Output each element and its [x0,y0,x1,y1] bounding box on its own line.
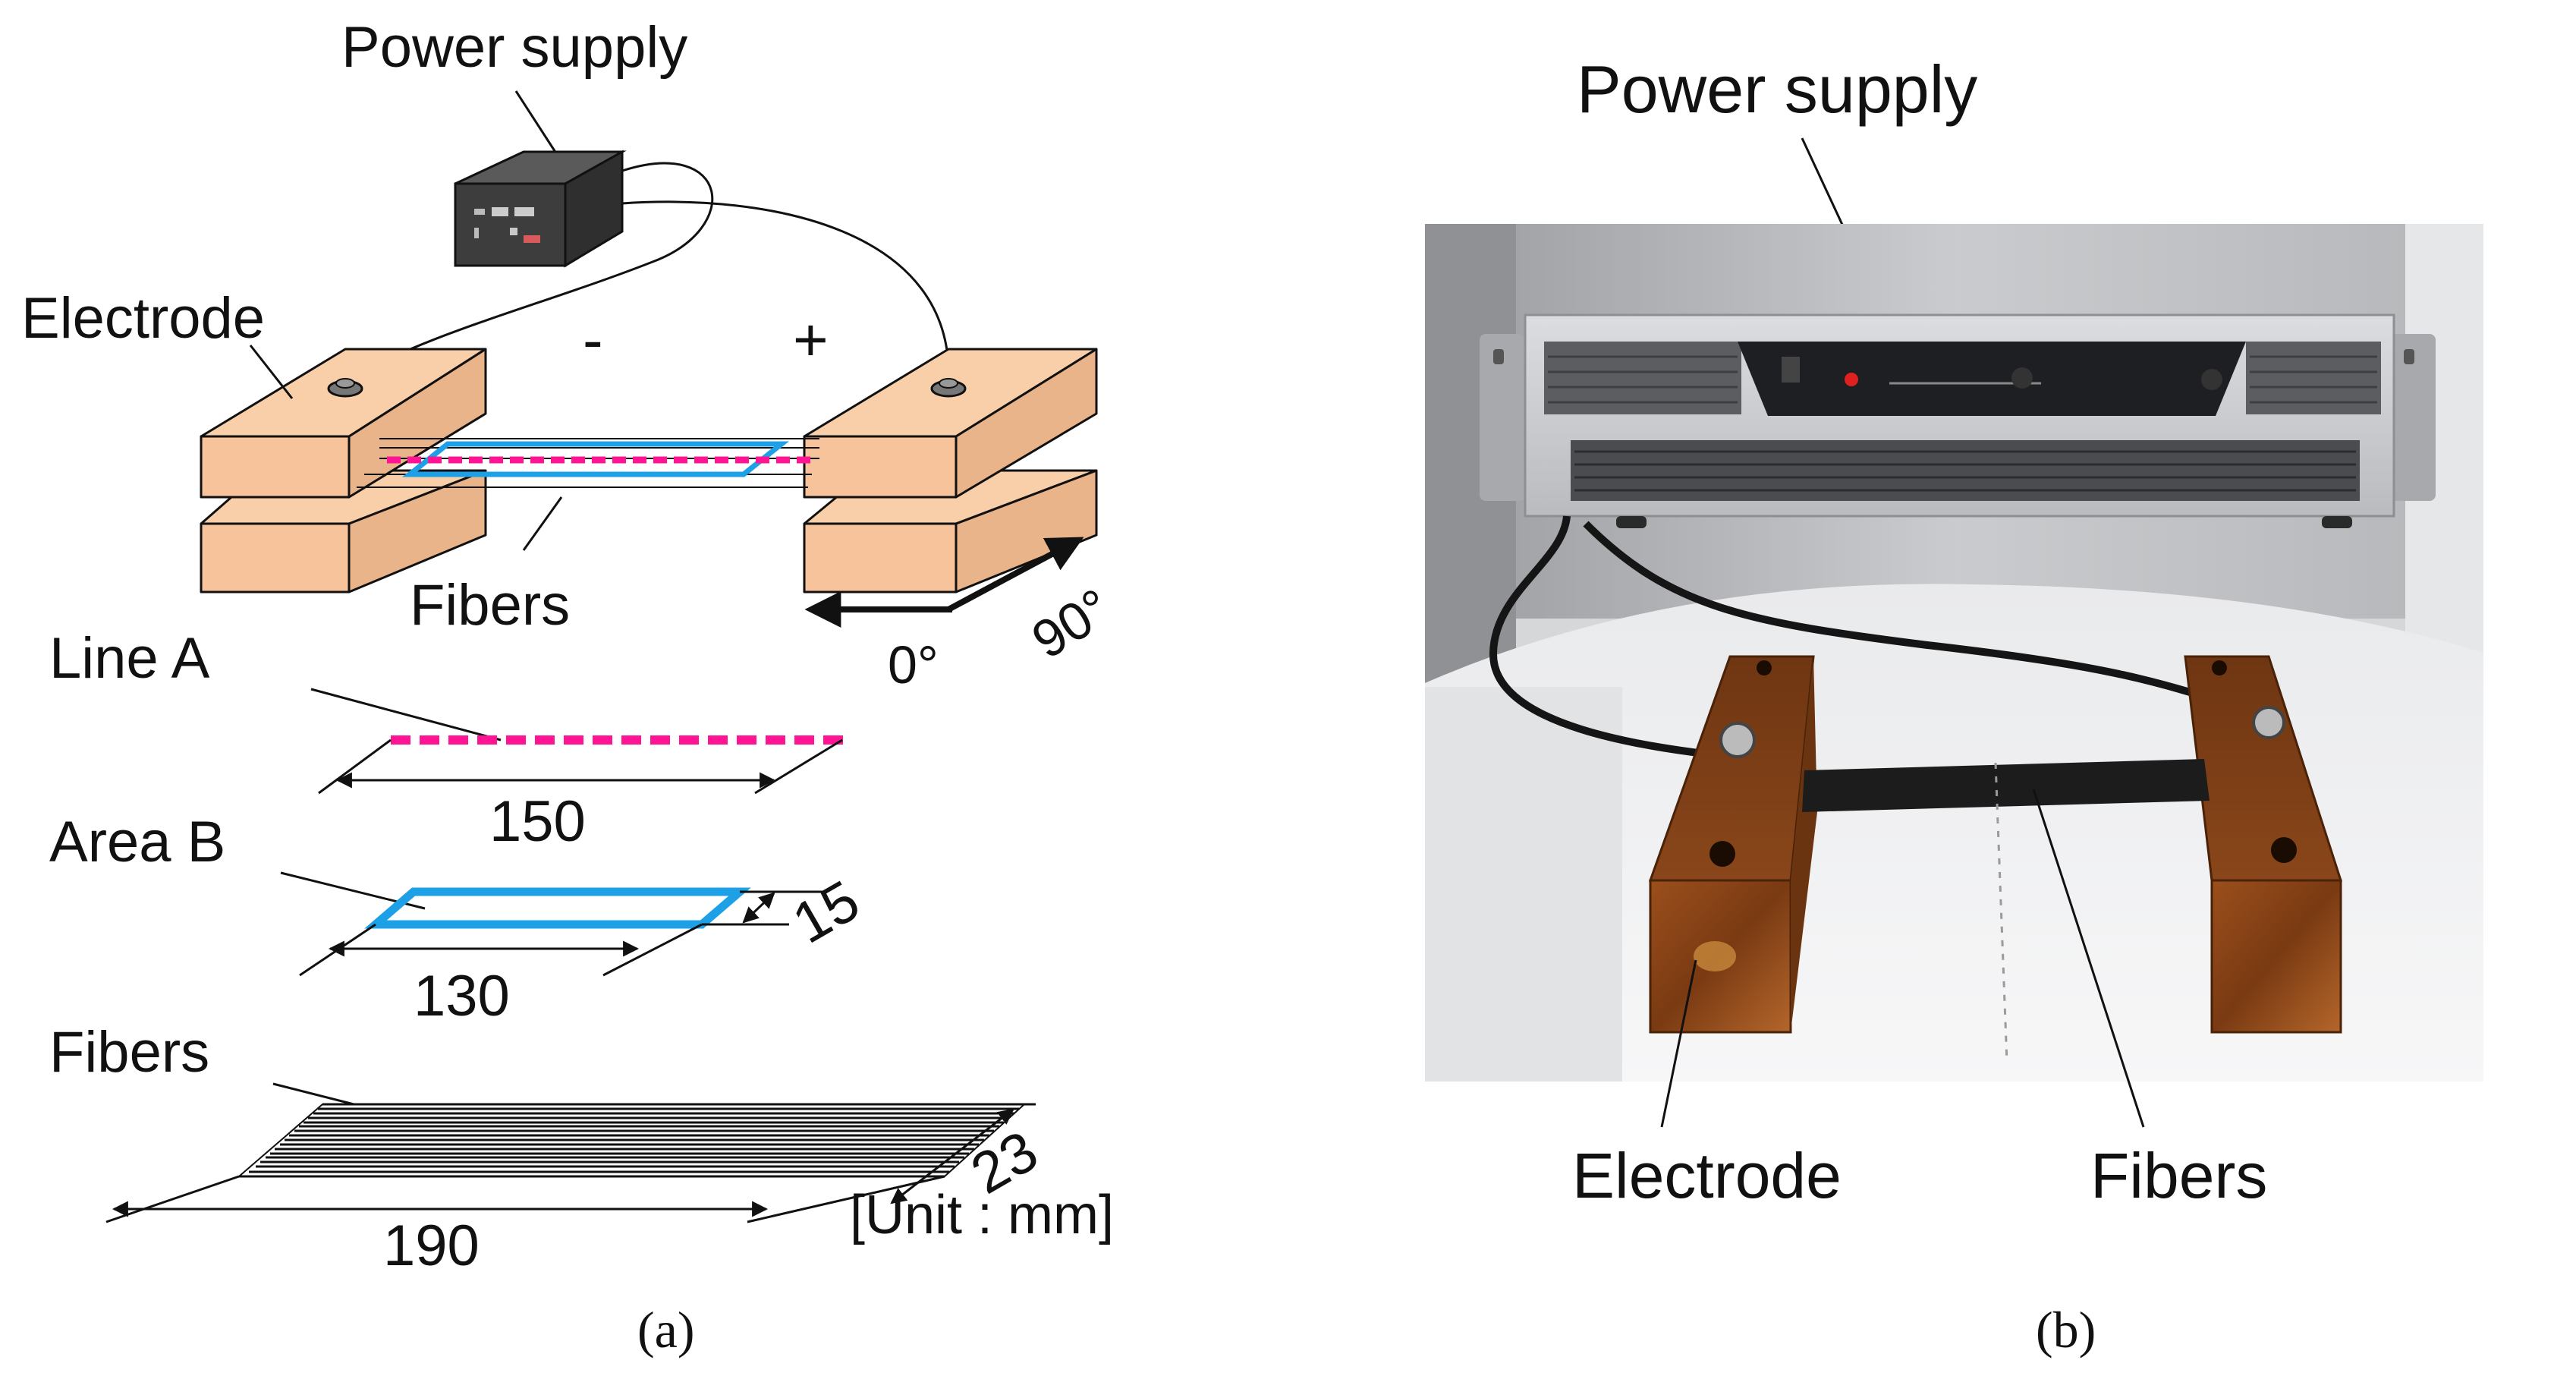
cable-positive-photo [1583,521,2270,721]
angle-0-label: 0° [888,635,939,694]
plus-sign: + [793,306,829,373]
electrode-label-b: Electrode [1572,1140,1842,1211]
line-a-length: 150 [489,789,586,854]
line-a-ext-left [318,738,392,795]
electrode-left [200,348,487,594]
cable-positive [621,200,950,384]
fibers-leader-a [522,496,563,551]
fibers-width-arrow [890,1108,1014,1204]
fiber-bundle-schematic [357,438,819,488]
fibers-length: 190 [383,1214,480,1278]
line-a-ext-right [754,738,843,795]
power-supply-label-a: Power supply [341,15,687,80]
electrode-leader-b [1660,959,1697,1128]
area-b-label: Area B [49,810,225,874]
power-supply-unit-photo [1480,313,2436,528]
fibers-detail-label: Fibers [49,1020,209,1085]
area-b-width: 15 [782,868,870,956]
angle-90-label: 90° [1022,577,1121,669]
electrode-right [803,348,1098,594]
caption-a: (a) [637,1301,694,1359]
unit-note: [Unit : mm] [850,1185,1114,1245]
line-a-leader [310,688,502,742]
fibers-ext-left [105,1175,240,1223]
fiber-strip-detail [237,1103,1027,1178]
area-b-outline-schematic [402,441,789,477]
area-b-length: 130 [414,964,510,1028]
caption-b: (b) [2036,1301,2096,1359]
cable-negative-photo [1489,515,1746,763]
line-a-label: Line A [49,626,210,691]
area-b-ext-right [602,923,703,977]
minus-sign: - [583,306,603,373]
fibers-leader-b [2032,789,2145,1128]
panel-a-diagram: Power supply [21,15,1121,1359]
panel-b-photo: Power supply [1425,52,2483,1359]
electrode-left-photo [1648,655,1817,1034]
fibers-label-b: Fibers [2090,1140,2267,1211]
electrode-leader-a [249,345,294,399]
area-b-outline [364,887,751,929]
direction-90-arrow [947,537,1084,612]
power-supply-label-b: Power supply [1577,52,1977,127]
electrode-label-a: Electrode [21,286,265,351]
cable-negative [348,162,714,381]
power-supply-leader-a [514,90,559,156]
fibers-label-a: Fibers [410,573,570,638]
electrode-right-photo [2184,655,2343,1034]
area-b-width-arrow [742,892,775,924]
fiber-strip-photo [1802,759,2210,812]
power-supply-box-icon [454,150,627,268]
lab-setup-photo [1425,224,2483,1082]
